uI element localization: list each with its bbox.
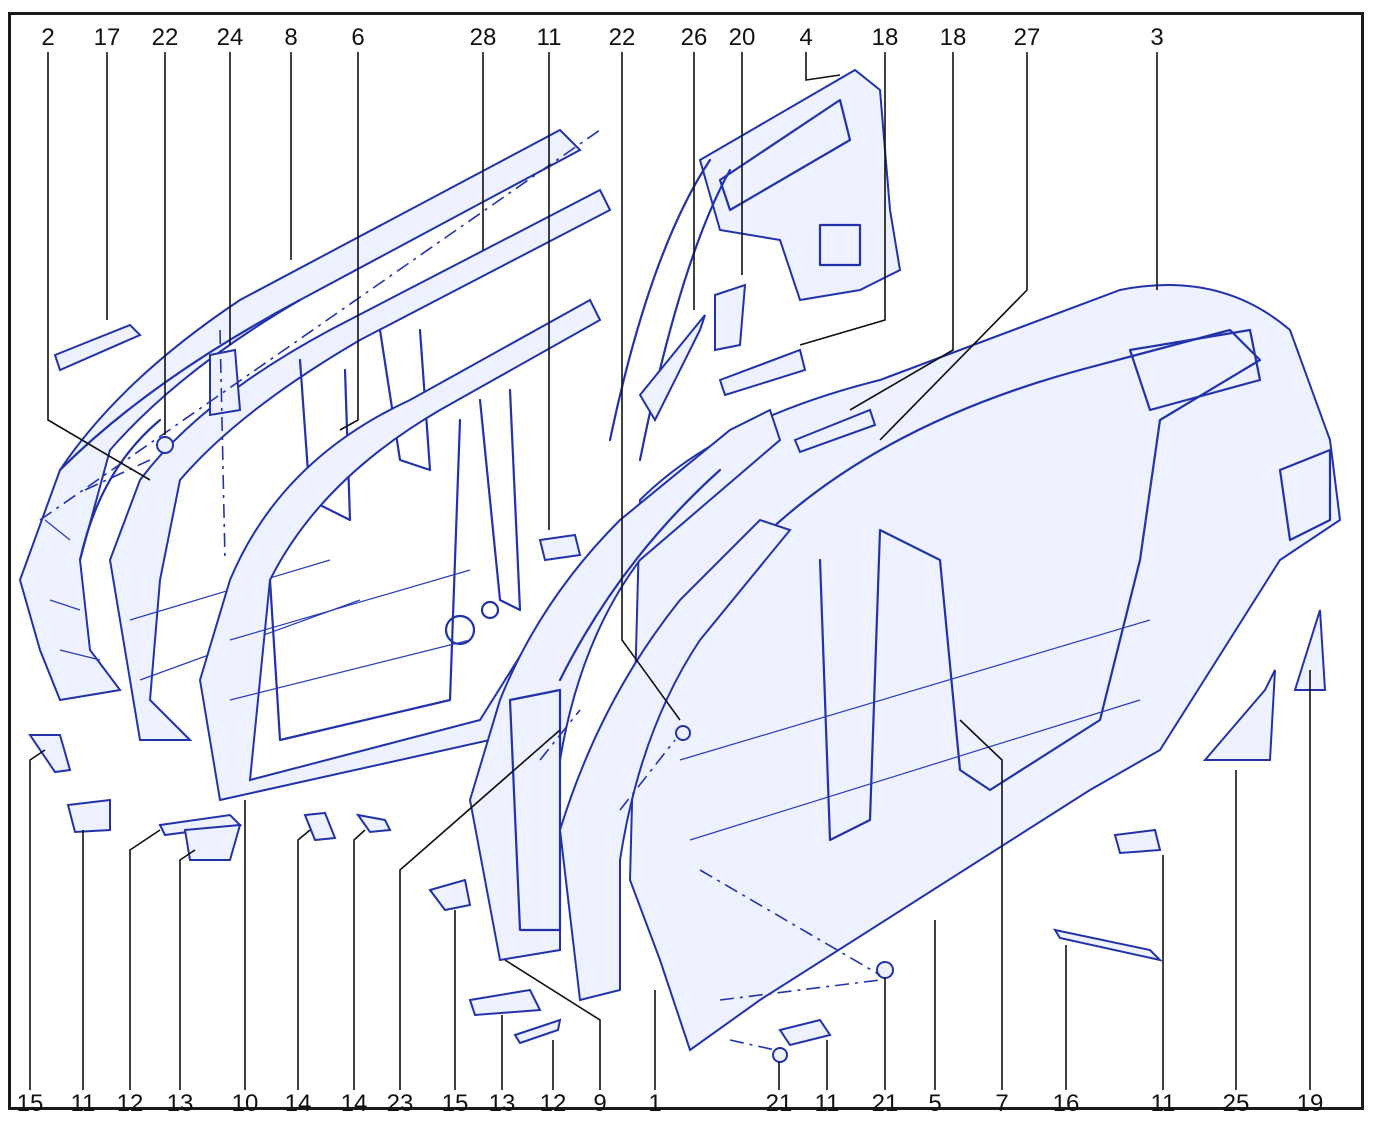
callout-bottom-15a: 15 bbox=[16, 1090, 44, 1117]
callout-top-18b: 18 bbox=[939, 24, 967, 51]
part-3-body-side-outer bbox=[628, 284, 1342, 1052]
callout-bottom-23: 23 bbox=[386, 1090, 414, 1117]
part-9-front-pillar-inner bbox=[468, 408, 782, 962]
callout-bottom-11a: 11 bbox=[70, 1090, 96, 1117]
leader-lines bbox=[29, 52, 1311, 1090]
callout-bottom-12b: 12 bbox=[539, 1090, 567, 1117]
callout-top-26: 26 bbox=[680, 24, 708, 51]
callout-bottom-1: 1 bbox=[648, 1090, 662, 1117]
small-parts bbox=[28, 283, 1327, 1063]
callout-bottom-21b: 21 bbox=[871, 1090, 899, 1117]
alignment-lines bbox=[39, 129, 881, 1051]
part-10-inner-side-frame bbox=[198, 298, 602, 802]
callout-top-18a: 18 bbox=[871, 24, 899, 51]
callout-bottom-21a: 21 bbox=[765, 1090, 793, 1117]
callout-top-20: 20 bbox=[728, 24, 756, 51]
callout-bottom-25: 25 bbox=[1222, 1090, 1250, 1117]
callout-top-2: 2 bbox=[41, 24, 55, 51]
callout-bottom-13b: 13 bbox=[488, 1090, 516, 1117]
callout-bottom-11b: 11 bbox=[814, 1090, 840, 1117]
callout-bottom-16: 16 bbox=[1052, 1090, 1080, 1117]
callout-bottom-19: 19 bbox=[1296, 1090, 1324, 1117]
callout-bottom-11c: 11 bbox=[1150, 1090, 1176, 1117]
callout-top-27: 27 bbox=[1013, 24, 1041, 51]
callout-bottom-14a: 14 bbox=[284, 1090, 312, 1117]
callout-top-17: 17 bbox=[93, 24, 121, 51]
callout-top-28: 28 bbox=[469, 24, 497, 51]
callout-bottom-15b: 15 bbox=[441, 1090, 469, 1117]
callout-top-24: 24 bbox=[216, 24, 244, 51]
callout-bottom-7: 7 bbox=[995, 1090, 1009, 1117]
callout-bottom-14b: 14 bbox=[340, 1090, 368, 1117]
callout-top-22b: 22 bbox=[608, 24, 636, 51]
callout-top-4: 4 bbox=[799, 24, 813, 51]
callout-top-6: 6 bbox=[351, 24, 365, 51]
callout-bottom-9: 9 bbox=[593, 1090, 607, 1117]
part-1-center-pillar-inner bbox=[558, 518, 792, 1002]
callout-top-11: 11 bbox=[536, 24, 562, 51]
callout-top-3: 3 bbox=[1150, 24, 1164, 51]
callout-top-8: 8 bbox=[284, 24, 298, 51]
callout-bottom-12a: 12 bbox=[116, 1090, 144, 1117]
callout-bottom-10: 10 bbox=[231, 1090, 259, 1117]
callout-bottom-13a: 13 bbox=[166, 1090, 194, 1117]
callout-top-22a: 22 bbox=[151, 24, 179, 51]
callout-bottom-5: 5 bbox=[928, 1090, 942, 1117]
